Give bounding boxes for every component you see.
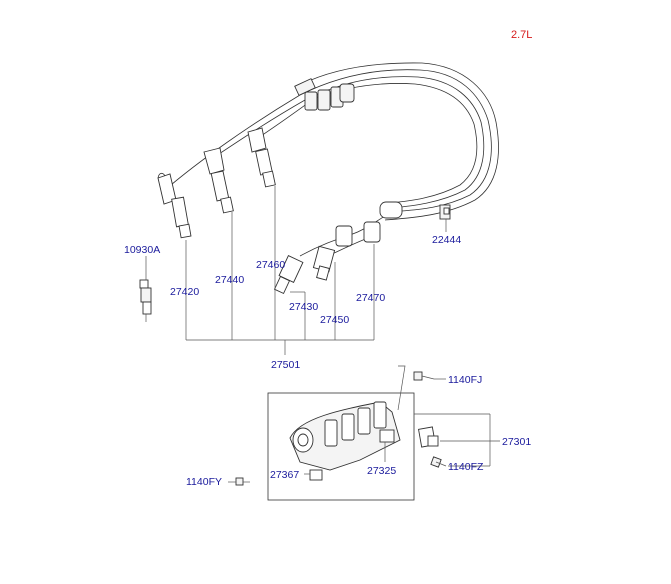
bolt-1140FJ [413,371,446,381]
label-1140FJ: 1140FJ [448,374,482,386]
label-1140FZ: 1140FZ [448,461,484,473]
label-27367: 27367 [270,469,299,481]
bolt-1140FY [228,477,250,486]
label-27470: 27470 [356,292,385,304]
label-27501: 27501 [271,359,300,371]
label-27460: 27460 [256,259,285,271]
cable-holder-cluster [294,78,355,111]
cable-clip-22444 [439,204,451,220]
plug-cable-boot-27440 [203,147,234,214]
plug-cable-boot-27450 [312,245,336,281]
cable-set-leaders [145,186,447,355]
label-27420: 27420 [170,286,199,298]
bracket-27301 [414,413,500,467]
label-10930A: 10930A [124,244,160,256]
label-22444: 22444 [432,234,461,246]
plug-cable-boot-27470 [335,201,403,247]
bolt-1140FZ [430,456,447,468]
spark-plug-10930A [139,279,152,322]
label-27440: 27440 [215,274,244,286]
label-27301: 27301 [502,436,531,448]
label-27430: 27430 [289,301,318,313]
label-1140FY: 1140FY [186,476,222,488]
ignition-coil-box [267,365,415,501]
label-27325: 27325 [367,465,396,477]
engine-variant-label: 2.7L [511,29,532,41]
label-27450: 27450 [320,314,349,326]
plug-cable-boot-27420 [157,173,192,239]
plug-cable-boot-27460 [247,127,276,188]
plug-cable-boot-27430 [273,255,304,295]
